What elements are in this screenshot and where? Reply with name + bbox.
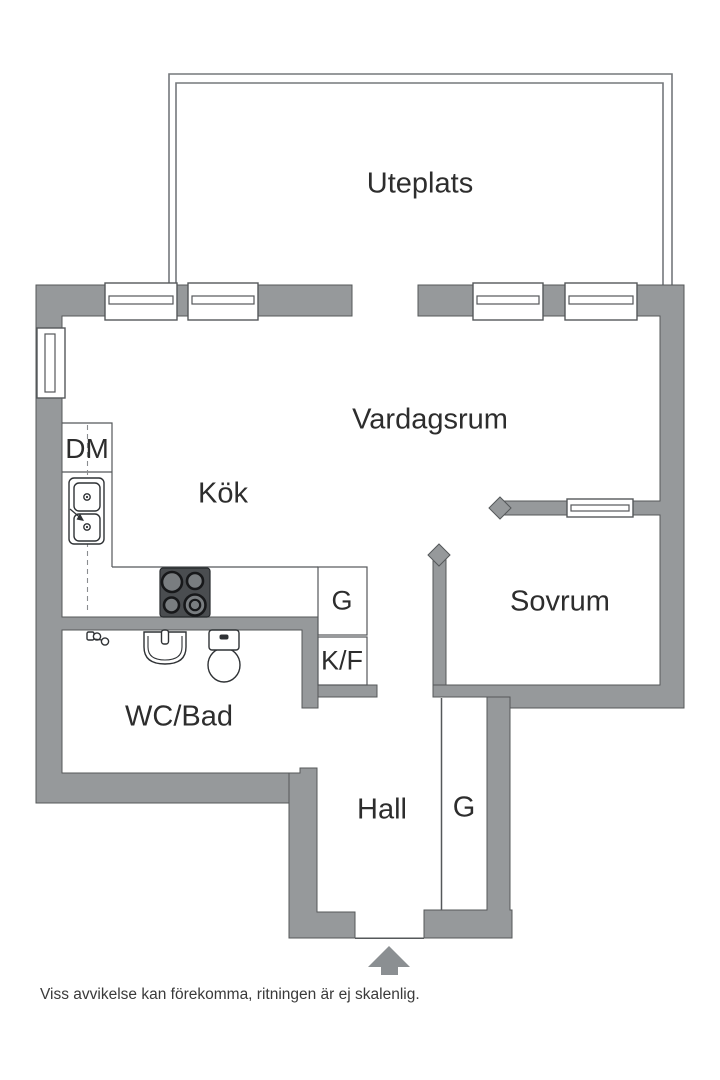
washbasin-icon [143, 629, 187, 665]
wall-hall-closet-east [423, 696, 513, 939]
stove-icon [159, 567, 211, 618]
kitchen-sink-icon [68, 477, 105, 545]
label-wardrobe-g-hall: G [452, 791, 476, 824]
label-wardrobe-g-kitchen: G [331, 585, 353, 616]
label-dishwasher-dm: DM [65, 433, 109, 464]
window-top-2 [187, 282, 259, 321]
room-label-sovrum: Sovrum [510, 585, 610, 618]
room-label-vardagsrum: Vardagsrum [352, 403, 508, 436]
room-label-uteplats: Uteplats [366, 167, 474, 200]
window-bedroom-wall [566, 498, 634, 518]
room-label-kok: Kök [198, 477, 248, 510]
wall-hall-west [288, 767, 356, 939]
room-label-hall: Hall [357, 793, 407, 826]
window-top-3 [472, 282, 544, 321]
wall-bedroom-north-cap [488, 496, 512, 520]
wall-bedroom-west-cap [427, 543, 451, 567]
cabinet-kf-box [317, 636, 368, 686]
window-top-1 [104, 282, 178, 321]
patio-border-outer [168, 73, 673, 285]
disclaimer-text: Viss avvikelse kan förekomma, ritningen … [40, 986, 420, 1003]
wall-top-right-bedroom [417, 284, 685, 709]
patio-border-inner [175, 82, 664, 285]
entrance-arrow-icon [368, 946, 410, 975]
window-top-4 [564, 282, 638, 321]
cabinet-g-box [317, 566, 368, 636]
toilet-icon [207, 629, 241, 683]
wall-bedroom-west [432, 557, 447, 686]
window-left-wall [36, 327, 66, 399]
label-fridge-freezer-kf: K/F [320, 645, 364, 676]
shower-mixer-icon [86, 631, 110, 646]
wall-kf-south [317, 684, 378, 698]
room-label-wc-bad: WC/Bad [125, 700, 233, 733]
